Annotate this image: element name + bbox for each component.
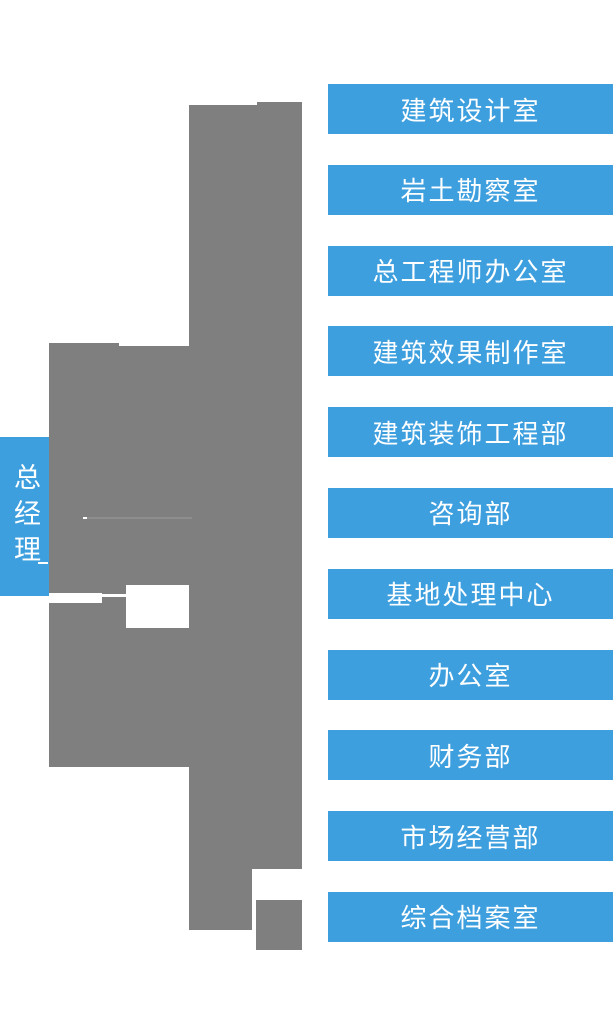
dept-box-finance-dept: 财务部 (328, 730, 613, 781)
connector-bottom-stub (256, 900, 302, 950)
dept-box-architectural-design-room: 建筑设计室 (328, 84, 613, 134)
dept-box-rendering-production-room: 建筑效果制作室 (328, 326, 613, 377)
faint-horizontal-line (87, 517, 192, 519)
connector-left-block-upper (49, 343, 119, 767)
white-connector-line (102, 594, 126, 597)
connector-left-block-lower (119, 346, 189, 767)
dept-box-marketing-dept: 市场经营部 (328, 811, 613, 862)
connector-trunk-right-bar (257, 102, 302, 869)
dept-box-archives-room: 综合档案室 (328, 891, 613, 942)
department-list: 建筑设计室 岩土勘察室 总工程师办公室 建筑效果制作室 建筑装饰工程部 咨询部 … (328, 84, 613, 942)
dept-box-foundation-treatment-center: 基地处理中心 (328, 568, 613, 619)
dept-box-general-office: 办公室 (328, 649, 613, 700)
connector-trunk-left-bar (189, 105, 252, 930)
white-tick-on-root-box (38, 562, 48, 564)
white-cutout-band (49, 593, 102, 603)
dept-box-consulting-dept: 咨询部 (328, 487, 613, 538)
dept-box-geotechnical-survey-room: 岩土勘察室 (328, 164, 613, 215)
dept-box-decoration-engineering-dept: 建筑装饰工程部 (328, 407, 613, 458)
root-box-general-manager: 总经理 (0, 437, 49, 596)
root-label: 总经理 (10, 462, 40, 571)
white-cutout-box (126, 585, 189, 628)
connector-trunk-mid-bar (252, 105, 257, 869)
white-tick-on-gray (83, 517, 87, 519)
dept-box-chief-engineer-office: 总工程师办公室 (328, 245, 613, 296)
